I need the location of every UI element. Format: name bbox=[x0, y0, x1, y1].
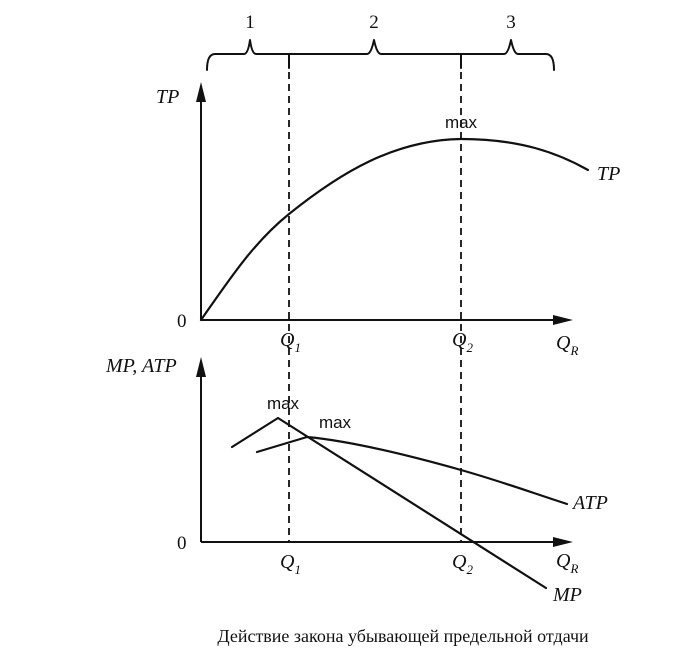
bottom-y-arrow bbox=[196, 357, 206, 377]
mp-curve bbox=[230, 416, 548, 590]
atp-curve bbox=[255, 435, 569, 506]
top-x-axis-label: QR bbox=[556, 332, 578, 358]
bottom-x-arrow bbox=[553, 537, 573, 547]
tp-curve bbox=[199, 137, 590, 322]
bottom-origin-label: 0 bbox=[177, 533, 187, 554]
top-y-axis-label: TP bbox=[156, 86, 179, 108]
bottom-q1-tick: Q1 bbox=[280, 551, 301, 577]
stage-brace: 1 2 3 bbox=[206, 12, 555, 71]
stage-1-label: 1 bbox=[245, 12, 255, 33]
top-y-arrow bbox=[196, 82, 206, 102]
tp-curve-label: TP bbox=[597, 163, 620, 185]
atp-max-label: max bbox=[319, 413, 352, 432]
top-x-arrow bbox=[553, 315, 573, 325]
stage-2-label: 2 bbox=[369, 12, 379, 33]
mp-curve-label: MP bbox=[552, 584, 582, 606]
stage-brace-line bbox=[206, 39, 555, 71]
top-q1-tick: Q1 bbox=[280, 329, 301, 355]
figure-caption: Действие закона убывающей предельной отд… bbox=[217, 626, 589, 646]
bottom-q2-tick: Q2 bbox=[452, 551, 473, 577]
top-origin-label: 0 bbox=[177, 311, 187, 332]
bottom-chart: MP, ATP 0 max max ATP MP Q1 Q2 QR bbox=[105, 355, 608, 606]
bottom-y-axis-label: MP, ATP bbox=[105, 355, 177, 377]
bottom-x-axis-label: QR bbox=[556, 550, 578, 576]
top-chart: TP 0 max TP Q1 Q2 QR bbox=[156, 82, 620, 358]
atp-curve-label: ATP bbox=[571, 492, 608, 514]
top-q2-tick: Q2 bbox=[452, 329, 473, 355]
mp-max-label: max bbox=[267, 394, 300, 413]
stage-3-label: 3 bbox=[506, 12, 516, 33]
